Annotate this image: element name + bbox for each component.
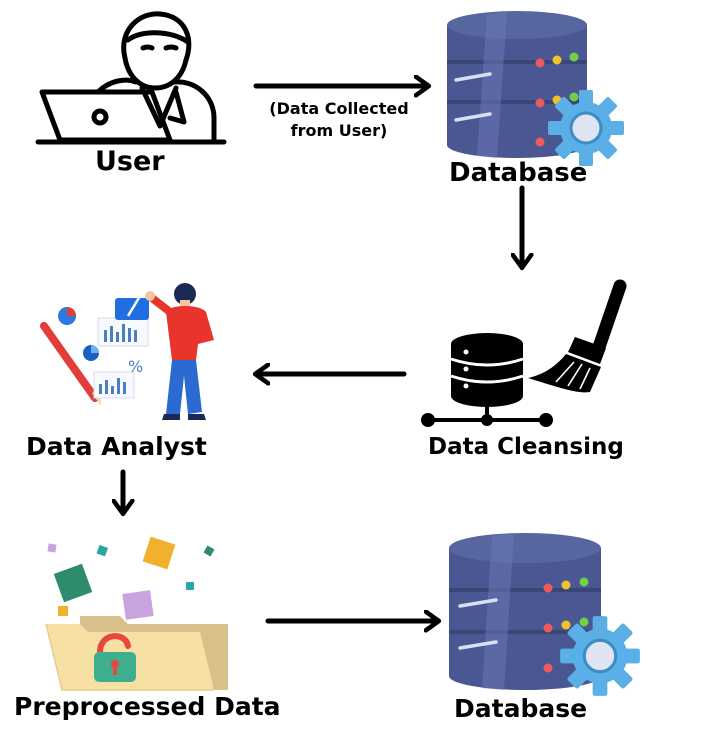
data-cleansing-label: Data Cleansing — [428, 434, 624, 460]
edge-label-line-1: (Data Collected — [269, 99, 409, 118]
database-bottom-icon — [449, 533, 640, 696]
data-cleansing-icon — [421, 279, 627, 427]
database-top-label: Database — [449, 158, 588, 188]
bar-chart-card-icon: % — [93, 317, 149, 399]
user-label: User — [95, 146, 165, 177]
preprocessed-data-icon — [45, 536, 228, 691]
data-analyst-icon: % — [40, 283, 214, 420]
gear-bottom-icon — [560, 616, 640, 696]
preprocessed-data-label: Preprocessed Data — [14, 692, 281, 721]
edge-label-line-2: from User) — [290, 121, 388, 140]
analyst-person — [145, 283, 214, 420]
lock-icon — [94, 633, 136, 682]
database-bottom-label: Database — [454, 694, 588, 723]
pie-chart-icon — [58, 307, 99, 361]
database-top-icon — [447, 11, 624, 166]
percent-glyph: % — [128, 357, 143, 376]
pencil-icon — [40, 322, 101, 406]
data-collected-edge-label: (Data Collected from User) — [250, 98, 428, 142]
gear-top-icon — [548, 90, 624, 166]
broom-icon — [528, 279, 627, 393]
user-icon — [35, 11, 227, 145]
data-analyst-label: Data Analyst — [26, 432, 207, 461]
